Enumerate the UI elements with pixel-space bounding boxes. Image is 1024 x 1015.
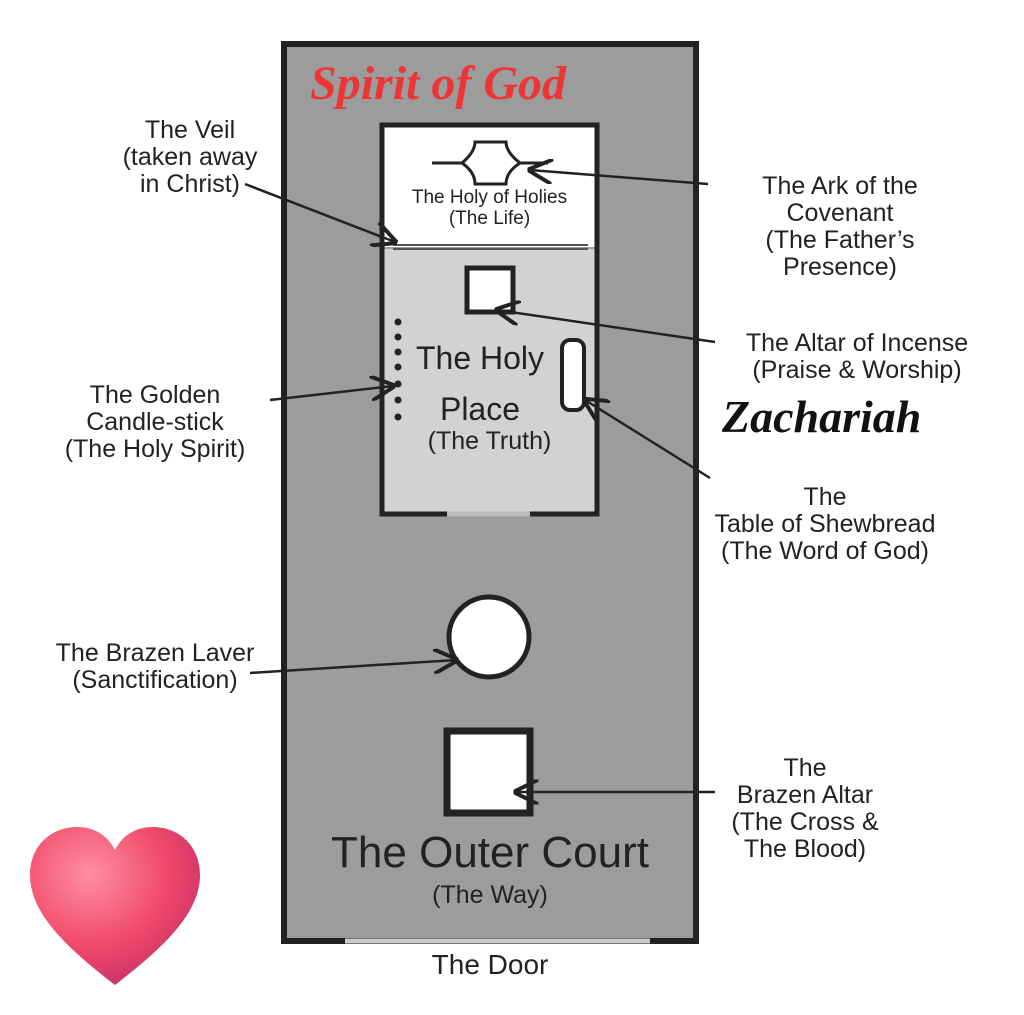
ark-of-covenant-shape xyxy=(432,140,548,186)
shewbread-arrow xyxy=(585,400,711,480)
candlestick-dots xyxy=(394,318,402,421)
laver-label: The Brazen Laver(Sanctification) xyxy=(55,639,255,694)
title: Spirit of God xyxy=(310,57,567,110)
brazen-laver-shape xyxy=(446,594,532,680)
candlestick-arrow xyxy=(269,386,393,402)
outer-court-label: The Outer Court(The Way) xyxy=(331,828,649,909)
watermark: Zachariah xyxy=(722,391,922,442)
incense-label: The Altar of Incense(Praise & Worship) xyxy=(745,329,969,384)
holy-place-sub: (The Truth) xyxy=(427,427,552,455)
door-label: The Door xyxy=(431,949,549,980)
veil-arrow xyxy=(244,182,395,242)
brazen-altar-shape xyxy=(443,727,534,817)
table-of-shewbread-shape xyxy=(560,338,586,412)
incense-arrow xyxy=(497,310,716,344)
holy-of-holies-label: The Holy of Holies(The Life) xyxy=(411,187,568,229)
laver-arrow xyxy=(249,660,456,675)
heart-icon xyxy=(30,827,200,985)
ark-arrow xyxy=(530,170,709,186)
altar-of-incense-shape xyxy=(464,265,516,315)
